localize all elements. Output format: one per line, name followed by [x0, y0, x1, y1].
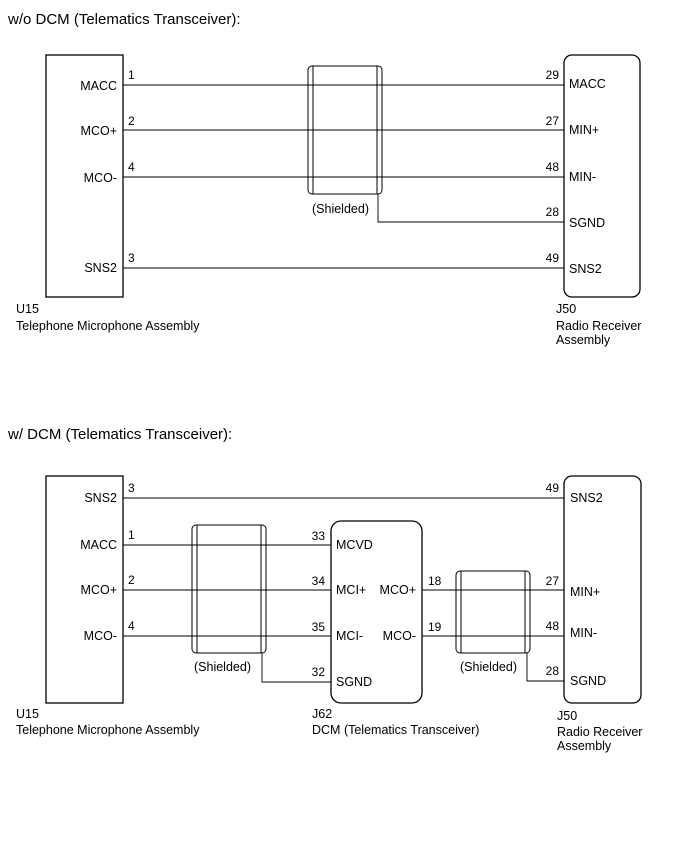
- s2-u15-connector: [45, 475, 124, 704]
- s1-j50-pin-number: 29: [546, 68, 560, 82]
- s1-u15-code: U15: [16, 302, 39, 316]
- s2-shield-left: [191, 524, 267, 654]
- s2-j62-out-pin-number: 18: [428, 574, 442, 588]
- s1-shield-label: (Shielded): [312, 202, 369, 216]
- s2-j50-pin-label: SNS2: [570, 491, 603, 505]
- s2-wire-sgnd-drain-left: [261, 653, 331, 683]
- s1-j50-pin-label: MIN-: [569, 170, 596, 184]
- s1-j50-code: J50: [556, 302, 576, 316]
- s1-j50-pin-number: 49: [546, 251, 560, 265]
- s1-u15-connector: [45, 54, 124, 298]
- s1-u15-pin-number: 2: [128, 114, 135, 128]
- s2-j50-name-line1: Radio Receiver: [557, 725, 642, 739]
- s2-j62-connector: [330, 520, 423, 704]
- s2-j62-pin-label: MCVD: [336, 538, 373, 552]
- s2-j50-pin-label: SGND: [570, 674, 606, 688]
- s1-wire-sgnd-drain: [377, 194, 564, 223]
- s2-u15-pin-number: 1: [128, 528, 135, 542]
- s2-u15-pin-label: SNS2: [84, 491, 117, 505]
- s2-j62-out-pin-label: MCO-: [383, 629, 416, 643]
- s1-j50-pin-number: 28: [546, 205, 560, 219]
- s2-j62-name: DCM (Telematics Transceiver): [312, 723, 479, 737]
- s2-shield-left-label: (Shielded): [194, 660, 251, 674]
- s2-j50-pin-number: 28: [546, 664, 560, 678]
- s1-j50-connector: [563, 54, 641, 298]
- s2-u15-pin-number: 4: [128, 619, 135, 633]
- s2-j50-connector: [563, 475, 642, 704]
- s2-j62-pin-label: MCI-: [336, 629, 363, 643]
- s2-j62-pin-label: MCI+: [336, 583, 366, 597]
- s1-u15-pin-label: SNS2: [84, 261, 117, 275]
- s2-j62-pin-number: 34: [312, 574, 326, 588]
- s1-u15-pin-label: MCO+: [81, 124, 117, 138]
- s2-u15-pin-number: 2: [128, 573, 135, 587]
- s2-u15-pin-label: MCO+: [81, 583, 117, 597]
- s2-u15-pin-number: 3: [128, 481, 135, 495]
- s1-j50-pin-number: 48: [546, 160, 560, 174]
- s1-u15-pin-number: 1: [128, 68, 135, 82]
- s2-j50-name-line2: Assembly: [557, 739, 612, 753]
- s2-j50-pin-label: MIN+: [570, 585, 600, 599]
- s2-j50-pin-number: 27: [546, 574, 560, 588]
- s1-j50-pin-number: 27: [546, 114, 560, 128]
- s1-j50-pin-label: MACC: [569, 77, 606, 91]
- s2-j62-out-pin-label: MCO+: [380, 583, 416, 597]
- s2-j62-pin-number: 32: [312, 665, 326, 679]
- s1-j50-name-line2: Assembly: [556, 333, 611, 347]
- s1-j50-pin-label: MIN+: [569, 123, 599, 137]
- s1-u15-name: Telephone Microphone Assembly: [16, 319, 200, 333]
- s2-j62-pin-label: SGND: [336, 675, 372, 689]
- s1-j50-pin-label: SGND: [569, 216, 605, 230]
- s2-j50-pin-number: 49: [546, 481, 560, 495]
- s2-shield-right: [455, 570, 531, 654]
- s2-j50-pin-label: MIN-: [570, 626, 597, 640]
- s2-shield-right-label: (Shielded): [460, 660, 517, 674]
- s2-j62-out-pin-number: 19: [428, 620, 442, 634]
- s2-u15-code: U15: [16, 707, 39, 721]
- s2-j62-code: J62: [312, 707, 332, 721]
- s2-j50-pin-number: 48: [546, 619, 560, 633]
- s1-u15-pin-number: 3: [128, 251, 135, 265]
- s1-u15-pin-label: MACC: [80, 79, 117, 93]
- s2-j62-pin-number: 33: [312, 529, 326, 543]
- s1-u15-pin-label: MCO-: [84, 171, 117, 185]
- s2-j50-code: J50: [557, 709, 577, 723]
- s2-u15-pin-label: MCO-: [84, 629, 117, 643]
- s2-u15-name: Telephone Microphone Assembly: [16, 723, 200, 737]
- section2-title: w/ DCM (Telematics Transceiver):: [7, 426, 232, 443]
- s2-u15-pin-label: MACC: [80, 538, 117, 552]
- s1-j50-pin-label: SNS2: [569, 262, 602, 276]
- section1-title: w/o DCM (Telematics Transceiver):: [7, 11, 241, 28]
- s1-j50-name-line1: Radio Receiver: [556, 319, 641, 333]
- s1-u15-pin-number: 4: [128, 160, 135, 174]
- s1-shield: [307, 65, 383, 195]
- s2-wire-sgnd-drain-right: [526, 653, 564, 682]
- s2-j62-pin-number: 35: [312, 620, 326, 634]
